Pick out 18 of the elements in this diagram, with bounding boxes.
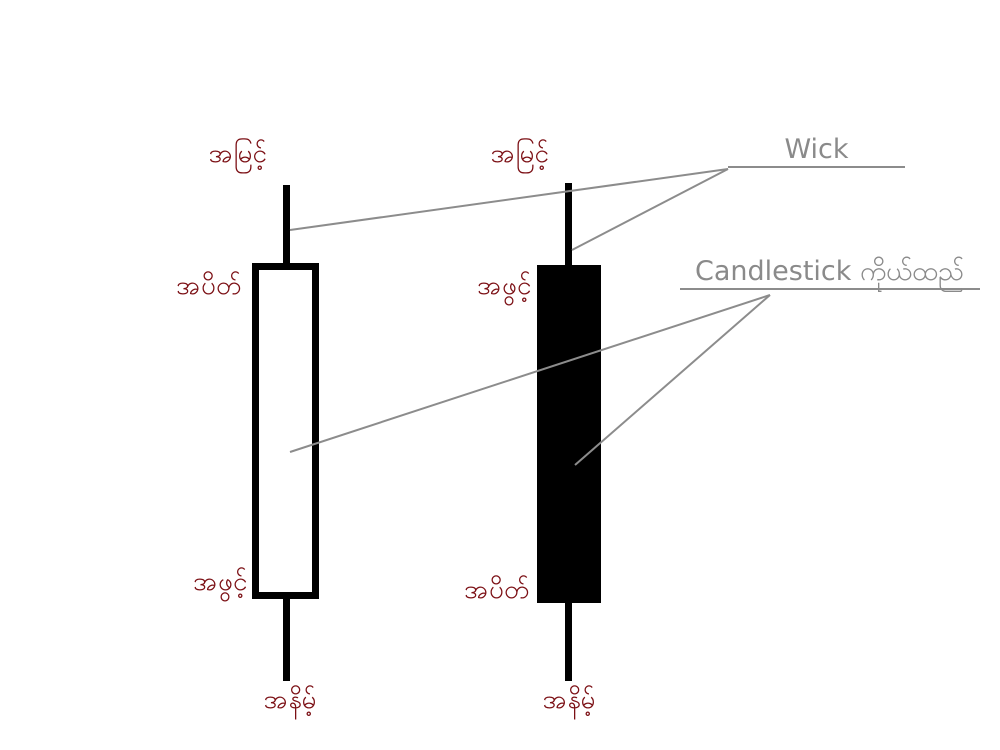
leader-line — [290, 294, 770, 453]
leader-line — [574, 294, 771, 466]
upper-wick — [565, 183, 572, 265]
price-label: အပိတ် — [175, 270, 242, 303]
leader-line — [572, 168, 728, 251]
callout-label: Wick — [728, 134, 905, 168]
callout-label: Candlestick ကိုယ်ထည် — [680, 256, 980, 290]
price-label: အမြင့် — [460, 138, 580, 172]
upper-wick — [283, 185, 290, 263]
price-label: အဖွင့် — [128, 566, 248, 600]
price-label: အဖွင့် — [412, 270, 532, 304]
price-label: အပိတ် — [463, 574, 530, 607]
candle-body — [252, 263, 319, 599]
candle-body — [537, 265, 601, 603]
price-label: အနိမ့် — [509, 684, 629, 718]
price-label: အနိမ့် — [230, 684, 350, 718]
price-label: အမြင့် — [178, 138, 298, 172]
leader-line — [290, 168, 728, 231]
